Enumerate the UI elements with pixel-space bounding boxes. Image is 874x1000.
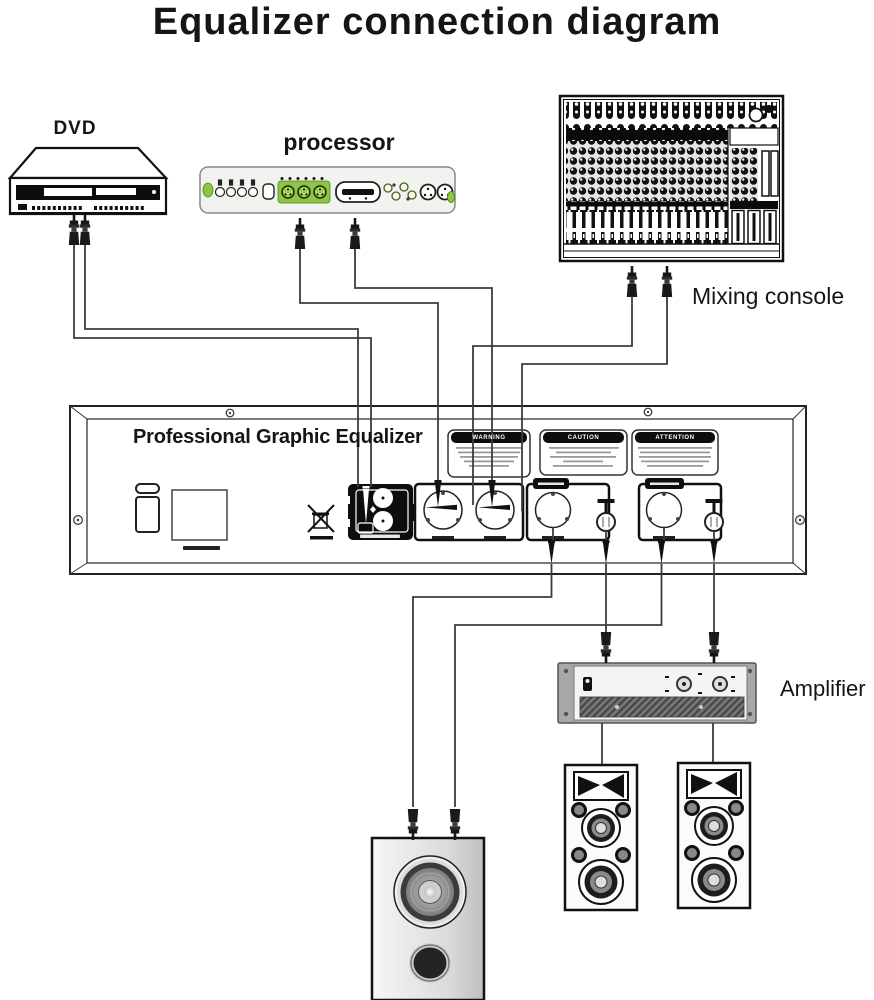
- mixer-master-knobs: [730, 148, 758, 201]
- dvd-label: DVD: [53, 118, 97, 139]
- satellite2-horn: [686, 769, 742, 799]
- warning-label-1-header: WARNING: [472, 435, 506, 441]
- main-speaker-port: [409, 943, 451, 983]
- cable-eq-to-main-left: [412, 564, 553, 807]
- amplifier-label: Amplifier: [780, 676, 866, 701]
- voltage-box: [171, 489, 228, 541]
- processor-center-connector: [335, 181, 381, 203]
- input-block-2: [413, 482, 525, 542]
- power-inlet: [135, 496, 160, 533]
- dvd-player: [7, 146, 169, 216]
- mixing-console: [558, 94, 785, 263]
- main-speaker-woofer: [393, 855, 467, 929]
- rca-plug-mixer-2: [661, 266, 673, 297]
- processor-small-ports: [383, 182, 417, 201]
- xlr-wedge-plugs: [425, 480, 718, 564]
- output-block-b: [637, 478, 724, 542]
- cable-dvd-left: [73, 245, 372, 487]
- mixer-master-display: [729, 127, 779, 146]
- dvd-display: [96, 188, 136, 195]
- cable-eq-to-main-right: [454, 564, 663, 807]
- warning-label-3: [631, 429, 719, 476]
- processor-jack-cluster: [214, 179, 259, 198]
- mixer-knob-field: [566, 141, 728, 201]
- plugs: [68, 214, 720, 840]
- satellite2-woofer-low: [691, 857, 737, 903]
- rca-plug-mixer-1: [626, 266, 638, 297]
- main-speaker: [370, 836, 486, 1000]
- satellite2-woofer-mid: [694, 806, 734, 846]
- output-b-tab-smudge: [650, 482, 679, 485]
- input-block-1: [346, 484, 419, 540]
- mixer-fader-bank: [566, 210, 728, 244]
- rca-plug-processor-2: [349, 218, 361, 249]
- weee-icon: [307, 504, 335, 540]
- cables: [73, 245, 715, 807]
- jack-output-a: [596, 512, 616, 532]
- rca-plug-amp-in-2: [708, 632, 720, 663]
- xlr-input-2: [475, 490, 515, 530]
- fuse-holder: [135, 483, 160, 494]
- mixer-label-strip: [566, 128, 728, 141]
- equalizer-label: Professional Graphic Equalizer: [133, 426, 423, 448]
- warning-label-1: [447, 429, 531, 478]
- processor-green-endcap-left: [202, 182, 214, 198]
- rca-plug-main-speaker-2: [449, 809, 461, 840]
- warning-label-2-header: CAUTION: [567, 435, 600, 441]
- mixing-console-label: Mixing console: [692, 283, 845, 309]
- dvd-disc-tray: [44, 188, 92, 196]
- xlr-needle-1: [425, 504, 457, 510]
- xlr-needle-2: [478, 504, 510, 510]
- panel-screws: [72, 407, 805, 525]
- mixer-meter-right: [770, 150, 779, 197]
- jack-output-b: [704, 512, 724, 532]
- processor-green-endcap-right: [447, 191, 455, 203]
- cable-dvd-right: [84, 245, 359, 487]
- xlr-output-a: [534, 491, 572, 529]
- voltage-text-smudge: [183, 546, 220, 550]
- block1-label-smudge: [360, 534, 400, 538]
- satellite1-woofer-mid: [581, 808, 621, 848]
- cable-mixer-left: [472, 297, 633, 505]
- rca-plug-dvd-2: [79, 214, 91, 245]
- block1-plug: [363, 489, 369, 524]
- equalizer-panel: [69, 405, 807, 575]
- xlr-output-b: [645, 491, 683, 529]
- cable-mixer-right: [521, 297, 668, 511]
- warning-label-3-header: ATTENTION: [655, 435, 695, 441]
- satellite-speaker-1: [563, 763, 639, 912]
- satellite-speaker-2: [676, 761, 752, 910]
- mixer-connector-row: [566, 102, 777, 128]
- satellite1-woofer-low: [578, 859, 624, 905]
- power-section: [135, 483, 228, 550]
- amplifier-unit: [557, 662, 757, 724]
- processor-unit: [199, 166, 456, 214]
- dvd-vent-holes: [32, 206, 144, 210]
- cable-processor-left: [299, 249, 439, 483]
- warning-label-2: [539, 429, 628, 476]
- satellite2-ports: [684, 800, 744, 861]
- rca-plug-main-speaker-1: [407, 809, 419, 840]
- page-title: Equalizer connection diagram: [152, 1, 722, 43]
- output-a-tab-smudge: [538, 482, 564, 485]
- processor-label: processor: [283, 129, 395, 155]
- satellite1-horn: [573, 771, 629, 801]
- amp-rack-screws: [563, 668, 753, 717]
- amp-scale-dashes: [665, 673, 735, 694]
- rca-plug-processor-1: [294, 218, 306, 249]
- xlr-input-1: [423, 490, 463, 530]
- rca-plug-dvd-1: [68, 214, 80, 245]
- rca-plug-amp-in-1: [600, 632, 612, 663]
- mixer-master-faders: [731, 209, 777, 245]
- amp-power-switch: [583, 677, 592, 691]
- dvd-power-button: [18, 204, 27, 210]
- output-block-a: [525, 478, 616, 542]
- processor-green-xlr-block: [277, 177, 331, 204]
- cable-processor-right: [354, 249, 493, 483]
- satellite1-ports: [571, 802, 631, 863]
- mixer-meter-left: [761, 150, 770, 197]
